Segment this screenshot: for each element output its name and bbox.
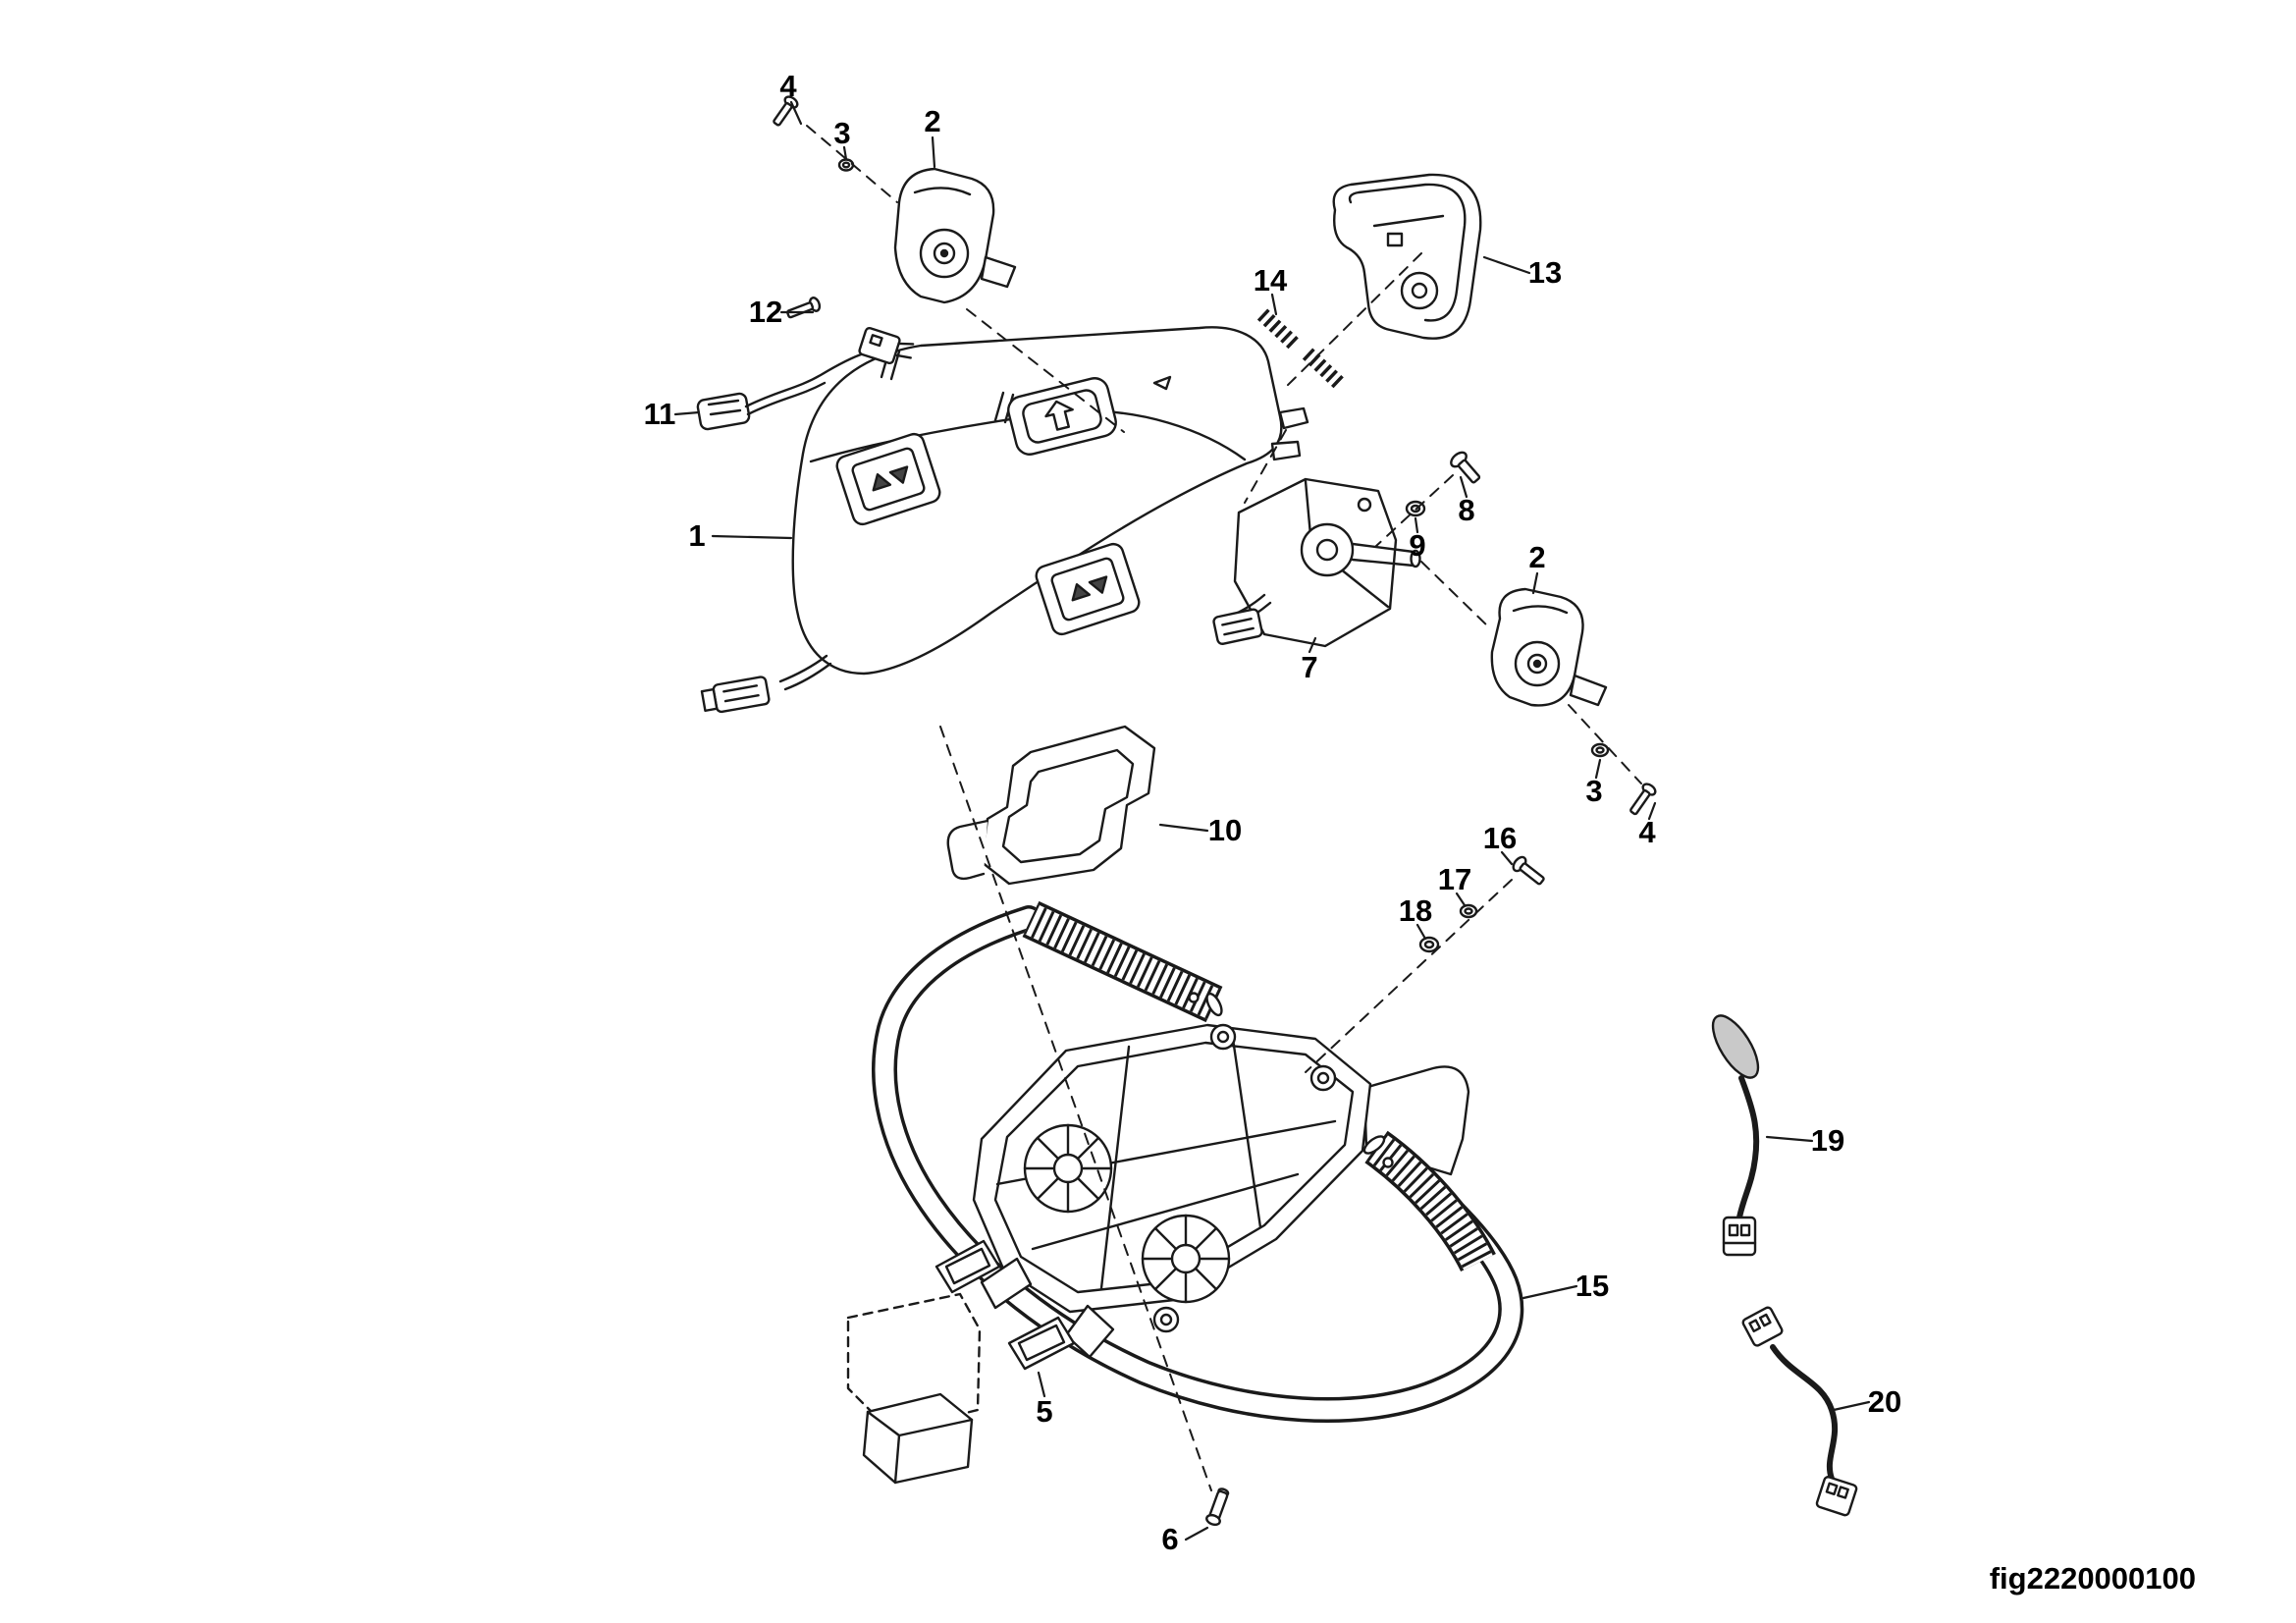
figure-id-label: fig2220000100: [1989, 1561, 2196, 1596]
callout-leader-lines: [673, 100, 1871, 1542]
part-5-gaskets: [934, 1239, 1076, 1371]
callout-label-3: 3: [833, 116, 851, 150]
part-2-endcap-right: [1490, 587, 1608, 707]
callout-label-18: 18: [1398, 893, 1433, 928]
part-14-springs: [1256, 308, 1347, 391]
callout-label-6: 6: [1161, 1522, 1179, 1556]
part-16-bolt: [1512, 855, 1545, 886]
callout-label-14: 14: [1253, 263, 1288, 298]
ghost-reference-part: [846, 1292, 982, 1485]
callout-label-15: 15: [1575, 1269, 1610, 1303]
part-19-cable: [1711, 1014, 1760, 1257]
callout-label-19: 19: [1810, 1123, 1845, 1158]
part-12-screw: [786, 297, 822, 319]
callout-label-5: 5: [1036, 1394, 1053, 1429]
part-15-foam-grips: [1022, 900, 1496, 1272]
part-7-switch-bracket: [1212, 477, 1421, 648]
callout-label-16: 16: [1482, 821, 1518, 855]
part-10-bracket-frame: [946, 725, 1156, 886]
callout-label-11: 11: [643, 397, 676, 431]
part-11-cable-assembly: [696, 326, 915, 431]
part-8-bolt: [1450, 451, 1481, 484]
part-3-nut-top: [837, 158, 855, 172]
assembly-guide-lines: [806, 125, 1642, 1491]
callout-label-12: 12: [748, 295, 783, 329]
part-3-nut-right: [1590, 742, 1610, 758]
part-6-screw: [1205, 1488, 1230, 1527]
callout-label-13: 13: [1527, 255, 1563, 290]
callout-label-20: 20: [1867, 1384, 1902, 1419]
part-18-nut: [1418, 936, 1440, 953]
callout-label-2: 2: [1528, 540, 1546, 574]
callout-label-2: 2: [924, 104, 941, 138]
part-4-screw-right: [1629, 783, 1657, 816]
callout-label-7: 7: [1301, 650, 1318, 684]
part-15-handlebar-tube: [872, 905, 1524, 1423]
callout-label-17: 17: [1437, 862, 1472, 896]
callout-label-10: 10: [1207, 813, 1243, 847]
callout-label-4: 4: [1638, 815, 1656, 849]
part-13-handle-shell: [1332, 173, 1482, 340]
part-15-mounting-frame: [972, 1023, 1470, 1359]
callout-label-8: 8: [1458, 493, 1475, 527]
callout-label-4: 4: [779, 69, 797, 103]
part-17-washer: [1459, 903, 1478, 919]
part-1-control-housing: [700, 326, 1309, 714]
callout-label-9: 9: [1409, 528, 1426, 563]
callout-label-3: 3: [1585, 774, 1603, 808]
part-2-endcap-top: [893, 167, 1017, 304]
part-20-wire-harness: [1741, 1306, 1858, 1517]
callout-label-1: 1: [688, 518, 706, 553]
